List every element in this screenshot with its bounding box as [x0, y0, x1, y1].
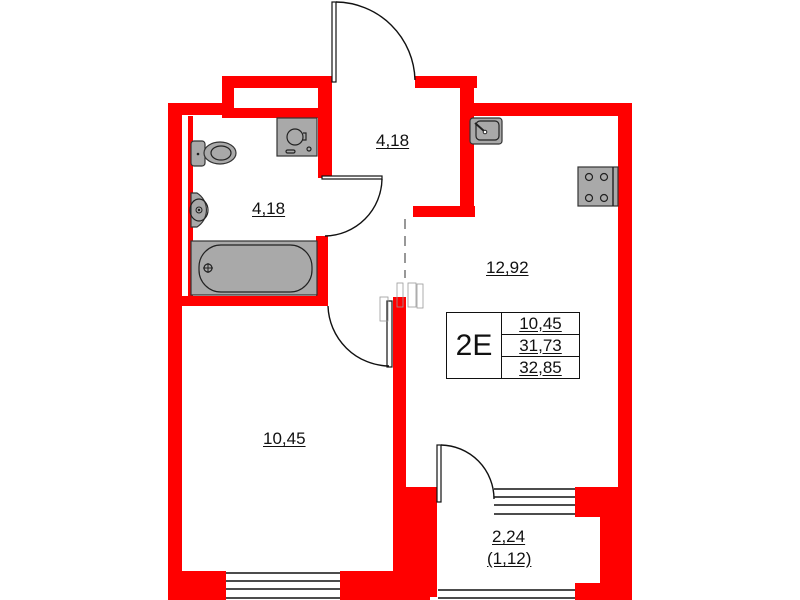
kitchen-sink-icon — [469, 117, 503, 145]
balcony-reduced-area-label: (1,12) — [487, 549, 532, 568]
doors — [321, 1, 495, 503]
walls — [168, 76, 632, 600]
bedroom-door — [327, 300, 393, 368]
bathroom-door — [321, 175, 383, 237]
washing-machine-icon — [276, 117, 318, 157]
kitchen-window — [494, 488, 575, 515]
total-area-with-balcony-value: 32,85 — [502, 356, 579, 378]
living-area-value: 10,45 — [519, 313, 562, 333]
toilet-icon — [190, 140, 237, 167]
apartment-type: 2E — [447, 313, 502, 378]
balcony-window — [438, 589, 575, 599]
balcony-door — [436, 444, 495, 503]
bedroom-area-label: 10,45 — [263, 429, 306, 448]
hallway-area-label: 4,18 — [376, 131, 410, 150]
radiator — [379, 282, 424, 322]
bathroom-area-label: 4,18 — [252, 199, 286, 218]
stove-icon — [577, 166, 619, 207]
kitchen-area-label: 12,92 — [486, 258, 529, 277]
windows — [226, 488, 575, 599]
balcony-area-label: 2,24 — [492, 527, 526, 546]
bedroom-window — [226, 572, 340, 599]
apartment-summary-box: 2E 10,45 31,73 32,85 — [446, 312, 580, 379]
sink-icon — [189, 192, 209, 228]
entrance-door — [331, 1, 416, 83]
total-area-value: 31,73 — [502, 334, 579, 356]
bathtub-icon — [190, 240, 318, 296]
